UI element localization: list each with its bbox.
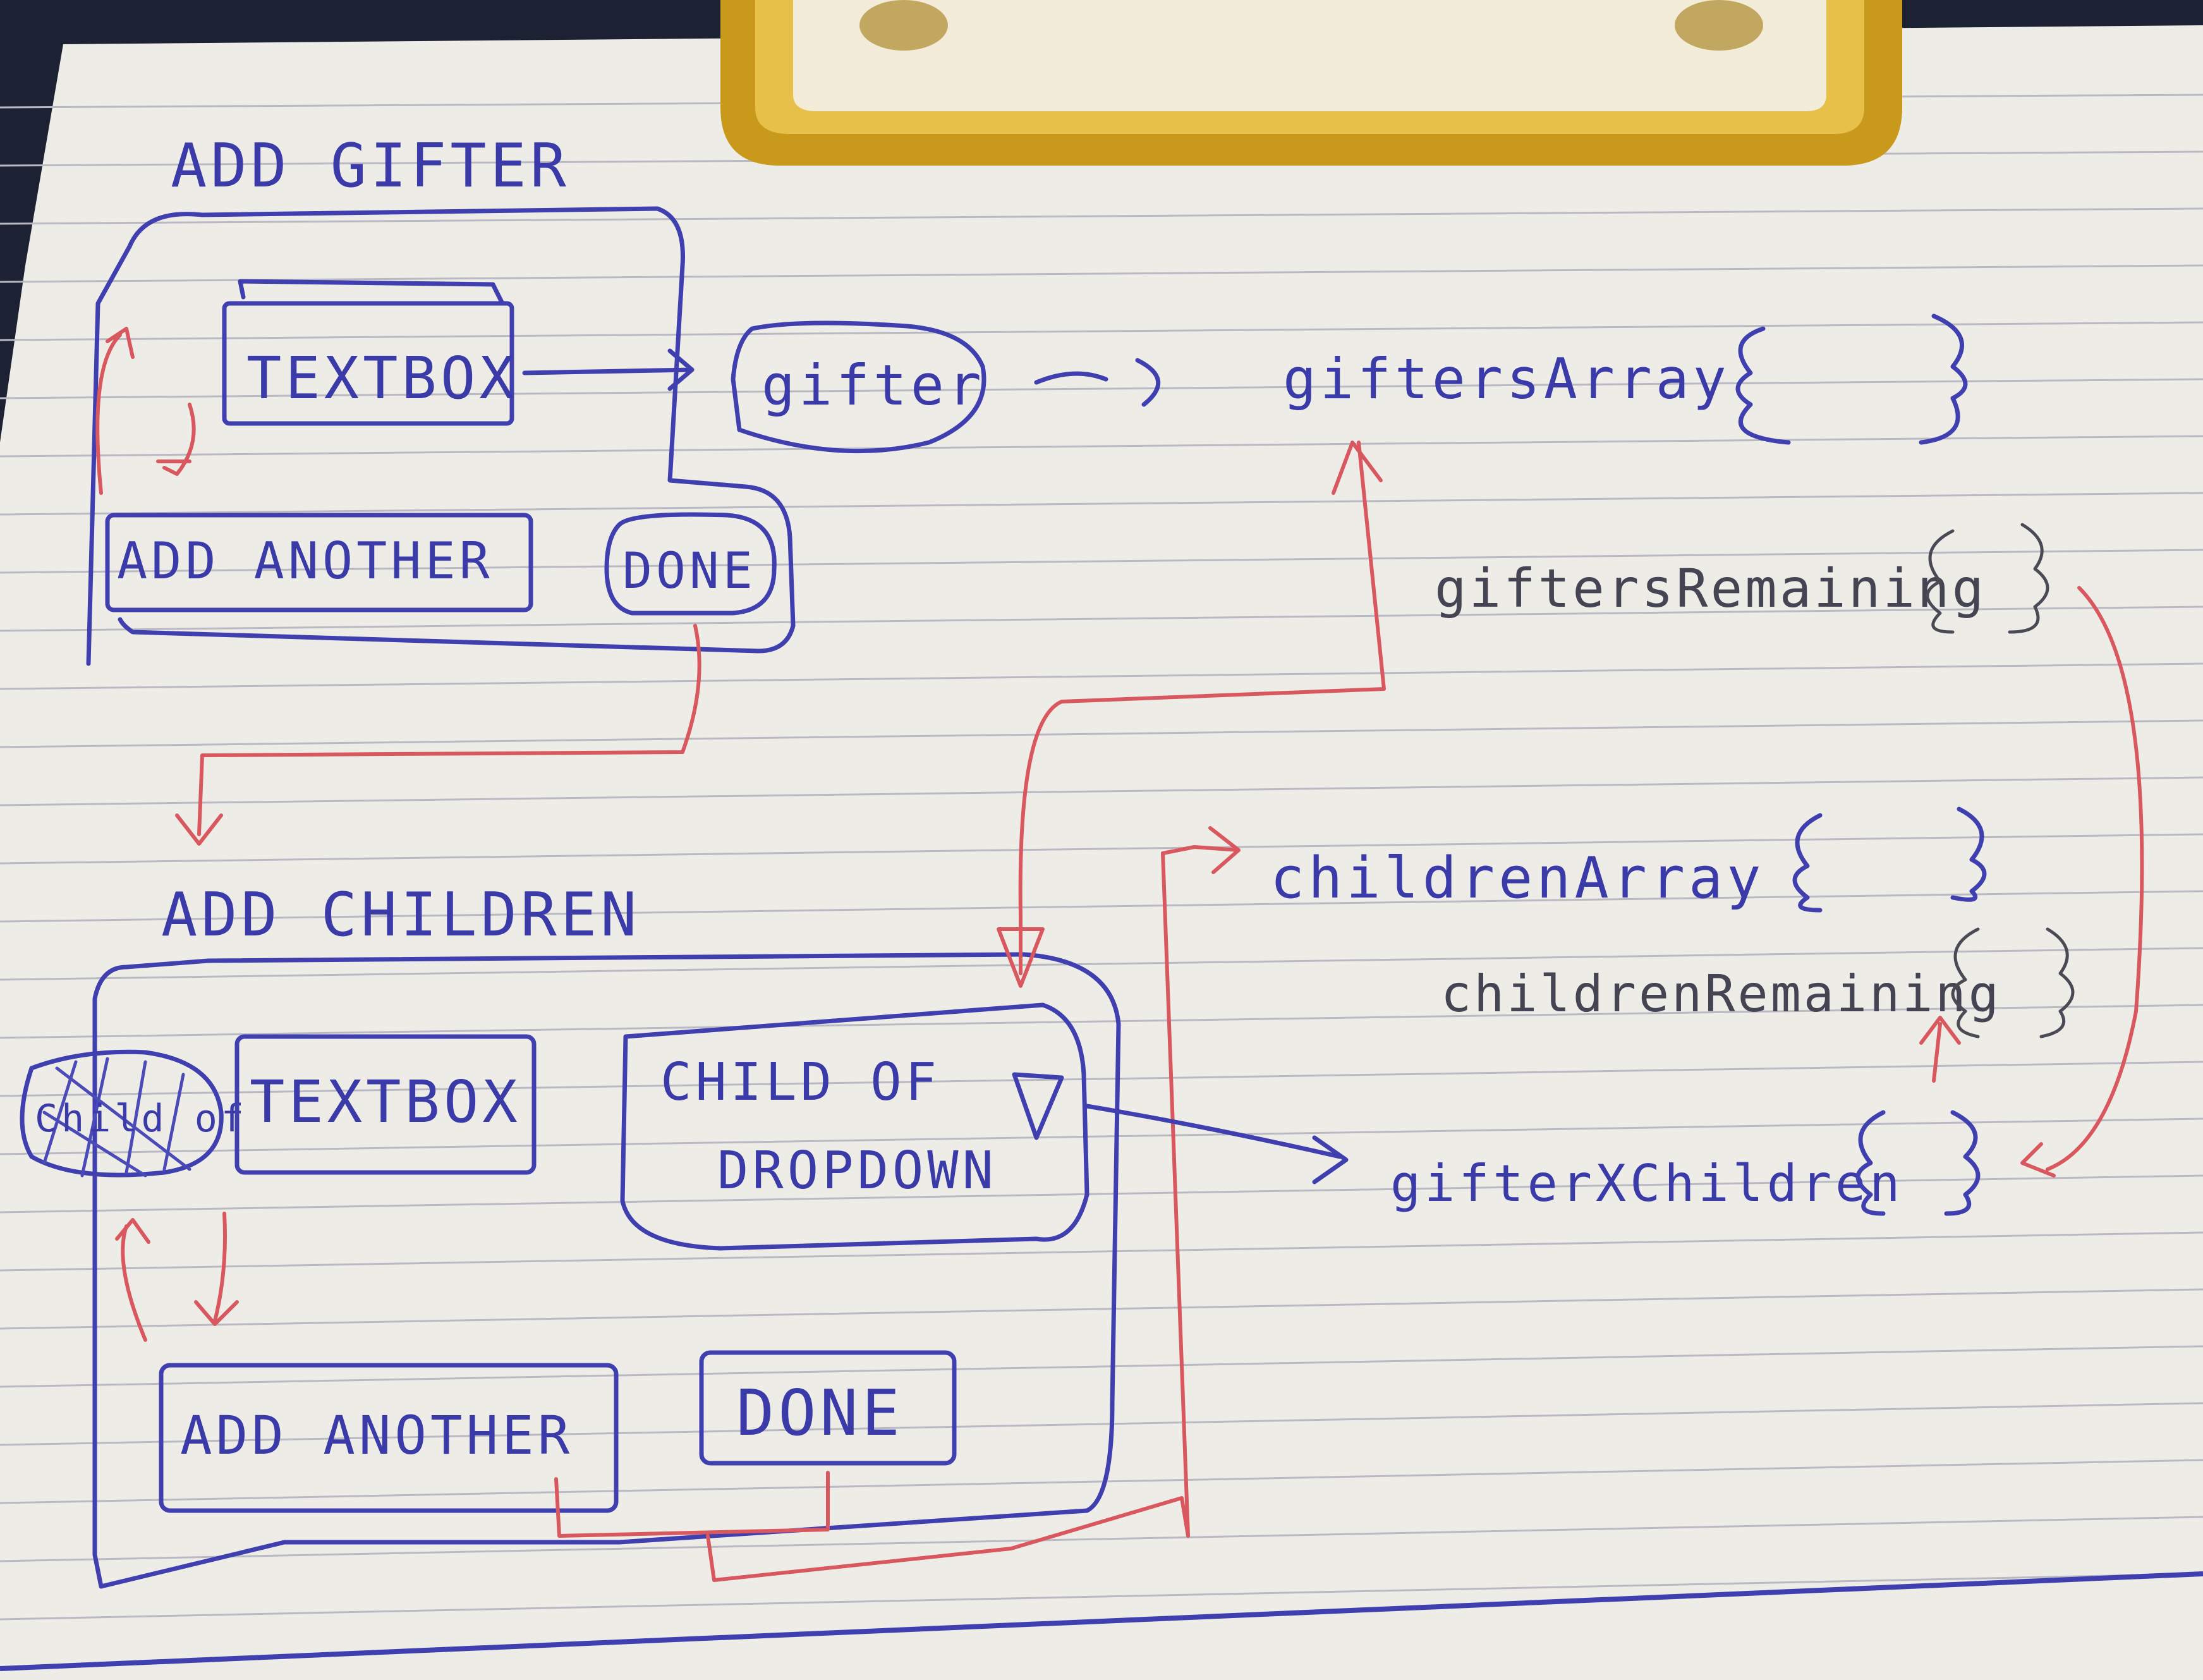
ruled-line	[0, 207, 2203, 225]
child-of-dropdown[interactable]	[620, 1002, 1089, 1251]
ruled-line	[0, 833, 2203, 865]
ruled-lines	[0, 94, 2203, 1621]
gifter-bubble[interactable]	[731, 320, 986, 454]
add-gifter-frame-left	[86, 244, 132, 666]
gifter-x-children-label: gifterXChildren	[1390, 1154, 1903, 1213]
ruled-line	[0, 264, 2203, 283]
gifters-remaining-braces	[1926, 523, 2049, 634]
done-child-button[interactable]	[699, 1350, 957, 1466]
child-of-hatch	[42, 1057, 191, 1178]
add-gifter-frame	[118, 206, 796, 654]
gifter-loop-arrow	[95, 327, 196, 495]
child-of-oval[interactable]	[20, 1049, 224, 1178]
gifter-to-array-arrow	[1034, 358, 1161, 407]
gifter-textbox-topedge	[238, 279, 505, 306]
child-textbox[interactable]	[234, 1034, 537, 1175]
children-array-label: childrenArray	[1270, 845, 1764, 911]
children-array-braces	[1792, 807, 1987, 913]
dropdown-label-line2: DROPDOWN	[717, 1141, 997, 1201]
gifter-bubble-label: gifter	[762, 353, 985, 418]
add-children-frame[interactable]	[92, 952, 1121, 1589]
ruled-line	[0, 1231, 2203, 1272]
gifter-textbox-label: TEXTBOX	[246, 344, 518, 412]
ruled-line	[0, 1345, 2203, 1388]
add-another-gifter-label: ADD ANOTHER	[117, 532, 494, 590]
ruled-line	[0, 1459, 2203, 1504]
ruled-line	[0, 435, 2203, 458]
children-remaining-red-arrow	[1919, 1016, 1961, 1083]
add-another-child-label: ADD ANOTHER	[180, 1404, 573, 1466]
done-gifter-button[interactable]	[604, 512, 777, 616]
ruled-line	[0, 1288, 2203, 1330]
children-remaining-braces	[1951, 927, 2075, 1038]
paper-sheet	[0, 25, 2203, 1680]
gifters-remaining-to-gxc-arrow	[2020, 586, 2144, 1178]
ruled-line	[0, 1573, 2203, 1621]
done-child-label: DONE	[736, 1376, 904, 1450]
paper-bottom-line	[0, 1571, 2203, 1671]
add-children-section: ADD CHILDREN Child of TEXTBOX CHILD OF D…	[20, 826, 1241, 1589]
ruled-line	[0, 1117, 2203, 1155]
ruled-line	[0, 1061, 2203, 1097]
add-another-gifter-button[interactable]	[105, 513, 533, 612]
ruled-line	[0, 776, 2203, 807]
child-buttons-red-link	[554, 826, 1241, 1582]
gifter-x-children-braces	[1855, 1110, 1981, 1216]
ruled-line	[0, 606, 2203, 632]
ruled-line	[0, 1004, 2203, 1039]
dropdown-to-gifterxchildren-arrow	[1084, 1104, 1349, 1184]
children-remaining-label: childrenRemaining	[1441, 965, 2001, 1023]
ruled-line	[0, 492, 2203, 516]
gifters-remaining-label: giftersRemaining	[1435, 557, 1986, 619]
chevron-down-icon[interactable]	[1012, 1072, 1064, 1140]
arrowhead-icon	[667, 348, 695, 391]
ruled-line	[0, 549, 2203, 574]
add-gifter-section: ADD GIFTER TEXTBOX gifter ADD ANOTHER DO…	[86, 131, 1161, 666]
child-textbox-label: TEXTBOX	[250, 1068, 521, 1136]
ruled-line	[0, 947, 2203, 981]
ruled-line	[0, 378, 2203, 399]
add-another-child-button[interactable]	[159, 1363, 619, 1513]
ruled-line	[0, 1516, 2203, 1562]
child-of-label: Child of	[35, 1097, 248, 1141]
clipboard-clip-icon	[720, 0, 1902, 166]
ruled-line	[0, 719, 2203, 748]
ruled-line	[0, 662, 2203, 690]
gifters-array-braces	[1735, 313, 1968, 445]
gifters-array-label: giftersArray	[1283, 346, 1730, 411]
gifter-done-to-children-arrow	[175, 624, 701, 846]
data-structures: giftersArray giftersRemaining childrenAr…	[1270, 313, 2144, 1216]
add-gifter-title: ADD GIFTER	[171, 131, 570, 201]
gifter-textbox[interactable]	[222, 301, 514, 426]
add-children-title: ADD CHILDREN	[161, 880, 640, 950]
ruled-line	[0, 321, 2203, 341]
ruled-line	[0, 1402, 2203, 1446]
textbox-to-gifter-arrow	[522, 367, 695, 375]
child-loop-arrow	[115, 1212, 239, 1342]
ruled-line	[0, 890, 2203, 923]
gifters-array-to-dropdown-arrow	[997, 441, 1386, 988]
ruled-line	[0, 1174, 2203, 1214]
dropdown-label-line1: CHILD OF	[660, 1052, 940, 1112]
done-gifter-label: DONE	[622, 543, 756, 600]
